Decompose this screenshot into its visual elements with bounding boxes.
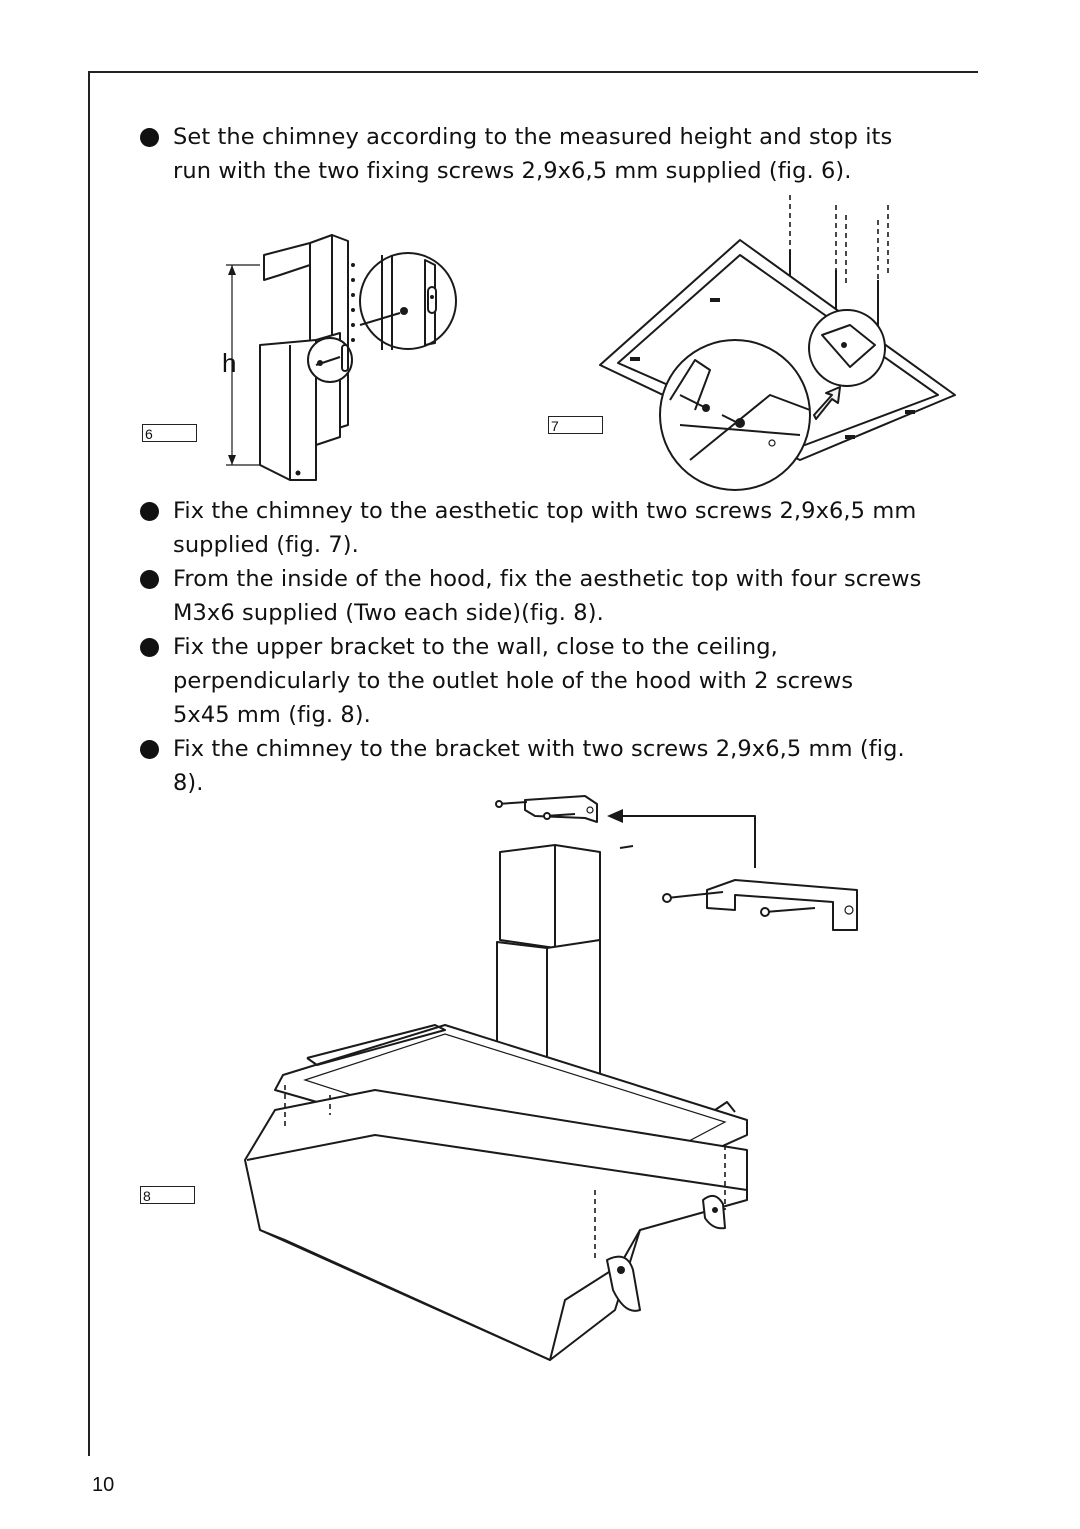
bullet-icon (140, 128, 159, 147)
instruction-item: Set the chimney according to the measure… (140, 120, 930, 188)
figure-7-label: 7 (548, 416, 603, 434)
instruction-item: Fix the chimney to the bracket with two … (140, 732, 930, 800)
page-frame-left-rule (88, 71, 90, 1456)
instruction-text: Fix the chimney to the bracket with two … (173, 736, 905, 796)
instruction-text: Set the chimney according to the measure… (173, 124, 893, 184)
instruction-item: Fix the upper bracket to the wall, close… (140, 630, 900, 732)
bullet-icon (140, 740, 159, 759)
instruction-item: From the inside of the hood, fix the aes… (140, 562, 950, 630)
page-number: 10 (92, 1474, 115, 1496)
bullet-icon (140, 570, 159, 589)
instruction-text: Fix the upper bracket to the wall, close… (173, 634, 854, 728)
height-dimension-label: h (222, 348, 237, 378)
figure-6-label: 6 (142, 424, 197, 442)
instruction-text: From the inside of the hood, fix the aes… (173, 566, 922, 626)
instruction-item: Fix the chimney to the aesthetic top wit… (140, 494, 920, 562)
instruction-text: Fix the chimney to the aesthetic top wit… (173, 498, 917, 558)
page-frame-top-rule (88, 71, 978, 73)
figure-6-chimney-height-diagram (226, 234, 457, 481)
figure-8-hood-assembly-diagram (244, 795, 858, 1361)
figure-7-aesthetic-top-diagram (599, 195, 956, 491)
bullet-icon (140, 638, 159, 657)
figure-8-label: 8 (140, 1186, 195, 1204)
bullet-icon (140, 502, 159, 521)
